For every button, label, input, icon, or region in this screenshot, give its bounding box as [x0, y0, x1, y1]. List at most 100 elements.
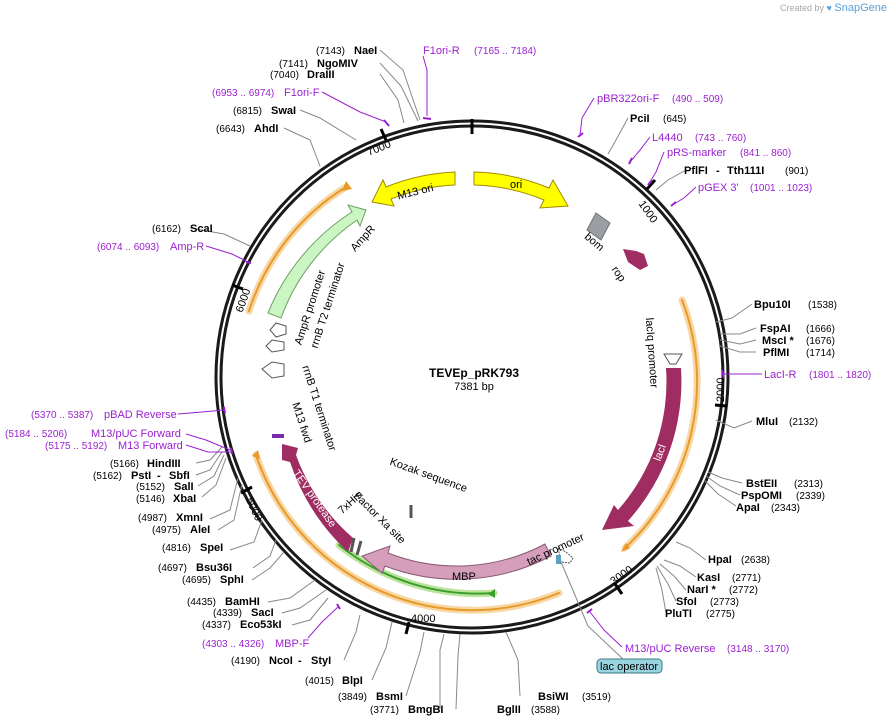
enzyme-sphi-pos: (4695) — [182, 575, 211, 586]
enzyme-pluti-pos: (2775) — [706, 609, 735, 620]
feature-label-tev-protease: TEV protease — [290, 468, 338, 530]
feature-rrnb-t2-arrow — [265, 339, 285, 353]
enzyme-spei-pos: (4816) — [162, 543, 191, 554]
enzyme-bsteii: BstEII — [746, 478, 777, 490]
enzyme-bsmi: BsmI — [376, 691, 403, 703]
scale-label-4000: 4000 — [411, 613, 435, 625]
feature-label-mbp: MBP — [452, 571, 476, 583]
enzyme-draiii-pos: (7040) — [270, 70, 299, 81]
enzyme-styi: StyI — [311, 655, 331, 667]
enzyme-alei: AleI — [190, 524, 210, 536]
plasmid-length: 7381 bp — [454, 381, 494, 393]
enzyme-scai: ScaI — [190, 223, 213, 235]
enzyme-sali: SalI — [174, 481, 194, 493]
enzyme-spei: SpeI — [200, 542, 223, 554]
feature-mbp — [361, 543, 552, 580]
feature-laci — [602, 368, 682, 530]
primer-m13puc-forward: M13/pUC Forward — [91, 428, 181, 440]
snapgene-logo-icon: ♥ — [826, 3, 832, 13]
enzyme-hpai-pos: (2638) — [741, 555, 770, 566]
primer-prs-marker-range: (841 .. 860) — [740, 148, 791, 159]
primer-pgex3-range: (1001 .. 1023) — [750, 183, 812, 194]
feature-factorxa-mark — [355, 540, 363, 556]
enzyme-apai-pos: (2343) — [771, 503, 800, 514]
scale-ticks — [231, 128, 728, 635]
primer-laci-r-range: (1801 .. 1820) — [809, 370, 871, 381]
feature-tac-promoter — [557, 547, 574, 564]
feature-label-laci: lacI — [652, 443, 669, 463]
enzyme-tth111i-pos: (901) — [785, 166, 808, 177]
enzyme-apai: ApaI — [736, 502, 760, 514]
enzyme-saci-pos: (4339) — [213, 608, 242, 619]
enzyme-ahdi: AhdI — [254, 123, 278, 135]
plasmid-name: TEVEp_pRK793 — [429, 366, 519, 380]
enzyme-bsteii-pos: (2313) — [794, 479, 823, 490]
enzyme-xmni-pos: (4987) — [138, 513, 167, 524]
feature-label-kozak: Kozak sequence — [388, 456, 469, 495]
enzyme-naei: NaeI — [354, 45, 377, 57]
feature-rrnb-t1-arrow — [261, 361, 285, 379]
enzyme-msci: MscI * — [762, 335, 795, 347]
enzyme-styi-dash: - — [298, 655, 302, 667]
primer-pbr322ori-f-range: (490 .. 509) — [672, 94, 723, 105]
primer-m13puc-reverse-range: (3148 .. 3170) — [727, 644, 789, 655]
primer-m13-forward: M13 Forward — [118, 440, 183, 452]
feature-tev-protease — [282, 444, 353, 552]
feature-7xhis-mark — [349, 537, 356, 553]
enzyme-pcii-pos: (645) — [663, 114, 686, 125]
enzyme-draiii: DraIII — [307, 69, 335, 81]
enzyme-mlui: MluI — [756, 416, 778, 428]
primer-labels: F1ori-R (7165 .. 7184) (6953 .. 6974) F1… — [5, 45, 871, 655]
feature-label-laciq-promoter: lacIq promoter — [643, 317, 660, 388]
lac-operator-box — [596, 658, 663, 674]
feature-label-ampr: AmpR — [348, 223, 377, 254]
enzyme-tth111i-dash: - — [716, 165, 720, 177]
feature-label-ori: ori — [510, 179, 522, 191]
enzyme-sfoi: SfoI — [676, 596, 697, 608]
enzyme-ahdi-pos: (6643) — [216, 124, 245, 135]
enzyme-fspai: FspAI — [760, 323, 791, 335]
credit-brand: SnapGene — [834, 2, 887, 14]
scale-label-2000: 2000 — [715, 378, 727, 402]
enzyme-mlui-pos: (2132) — [789, 417, 818, 428]
enzyme-bpu10i: Bpu10I — [754, 299, 791, 311]
enzyme-bmgbi-pos: (3771) — [370, 705, 399, 716]
enzyme-pluti: PluTI — [665, 608, 692, 620]
enzyme-msci-pos: (1676) — [806, 336, 835, 347]
feature-laciq-promoter — [663, 353, 683, 365]
snapgene-credit: Created by ♥ SnapGene — [780, 2, 887, 14]
enzyme-swai-pos: (6815) — [233, 106, 262, 117]
enzyme-hindiii: HindIII — [147, 458, 181, 470]
primer-pbad-reverse-range: (5370 .. 5387) — [31, 410, 93, 421]
enzyme-fspai-pos: (1666) — [806, 324, 835, 335]
orf-arrow-4 — [488, 589, 495, 598]
enzyme-ncoi-pos: (4190) — [231, 656, 260, 667]
primer-f1ori-f: F1ori-F — [284, 87, 320, 99]
enzyme-sbfi: SbfI — [169, 470, 190, 482]
primer-mbp-f: MBP-F — [275, 638, 310, 650]
primer-marks — [223, 117, 725, 614]
enzyme-bsmi-pos: (3849) — [338, 692, 367, 703]
primer-l4440-range: (743 .. 760) — [695, 133, 746, 144]
feature-m13-ori — [371, 171, 456, 207]
enzyme-bglii-pos: (3588) — [531, 705, 560, 716]
enzyme-nari: NarI * — [687, 584, 716, 596]
primer-pbr322ori-f: pBR322ori-F — [597, 93, 660, 105]
feature-lac-operator-mark — [556, 555, 561, 564]
primer-m13-forward-range: (5175 .. 5192) — [45, 441, 107, 452]
enzyme-pspomi: PspOMI — [741, 490, 782, 502]
enzyme-blpi-pos: (4015) — [305, 676, 334, 687]
orf-arrow-2 — [621, 543, 630, 552]
primer-mbp-f-range: (4303 .. 4326) — [202, 639, 264, 650]
enzyme-sali-pos: (5152) — [136, 482, 165, 493]
feature-ampr-promoter-arrow — [269, 322, 287, 338]
enzyme-alei-pos: (4975) — [152, 525, 181, 536]
enzyme-xbai-pos: (5146) — [136, 494, 165, 505]
feature-rop — [623, 249, 648, 270]
enzyme-bmgbi: BmgBI — [408, 704, 443, 716]
primer-f1ori-r-range: (7165 .. 7184) — [474, 46, 536, 57]
enzyme-pcii: PciI — [630, 113, 650, 125]
enzyme-bsiwi-pos: (3519) — [582, 692, 611, 703]
orf-arrow-1 — [342, 181, 352, 191]
enzyme-hindiii-pos: (5166) — [110, 459, 139, 470]
